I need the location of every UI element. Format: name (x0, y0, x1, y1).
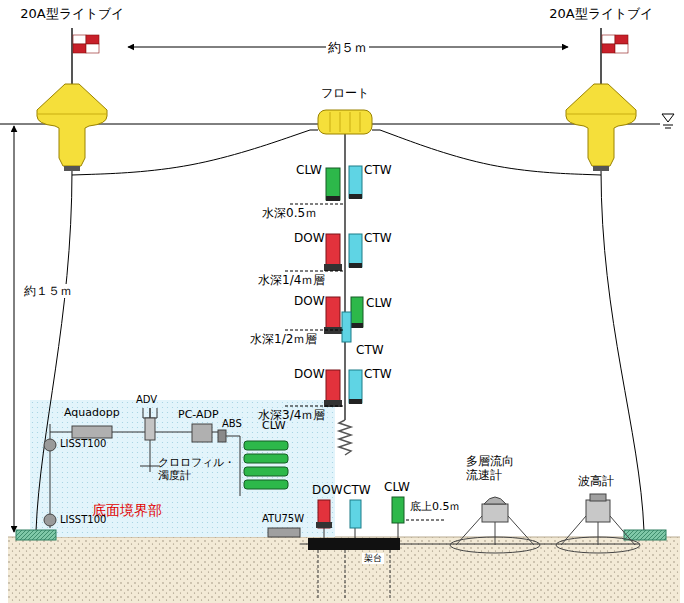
instrument-pair (326, 166, 362, 201)
seabed (8, 537, 680, 603)
instrument-label: CTW (364, 231, 392, 245)
instrument-label: DOW (294, 367, 325, 381)
node-heading: 20A型ライトブイ (546, 6, 656, 22)
light-buoy: 20A型ライトブイ (546, 6, 656, 175)
instrument-label: LISST100 (60, 514, 106, 526)
instrument-label: 波高計 (578, 474, 614, 488)
instrument-label: クロロフィル・濁度計 (158, 456, 238, 482)
height-label: 底上0.5ｍ (410, 500, 461, 513)
depth-dimension (14, 126, 15, 532)
instrument-label: CLW (366, 296, 392, 310)
instrument-label: CTW (356, 343, 384, 357)
current-meter (450, 497, 540, 553)
abs-sensor (218, 430, 226, 442)
instrument-label: CTW (343, 483, 371, 497)
instrument-label: Aquadopp (64, 406, 120, 419)
aquadopp-sensor (72, 426, 112, 438)
buoy-outline (17, 6, 127, 175)
instrument-label: CLW (262, 419, 286, 432)
atu75w-sensor (268, 528, 300, 537)
rope (344, 134, 345, 420)
mooring-rope (380, 130, 601, 175)
instrument-label: CTW (364, 163, 392, 177)
boundary-frame (50, 408, 240, 528)
dimension-label: 約５ｍ (326, 40, 369, 56)
instrument-label: ATU75W (262, 513, 304, 525)
anchor-block (624, 530, 666, 540)
part-label: 架台 (362, 553, 384, 564)
spring (339, 420, 351, 455)
light-buoy: 20A型ライトブイ (17, 6, 127, 175)
instrument-label: CLW (384, 480, 410, 494)
adv-probe (143, 408, 157, 418)
instrument-label: DOW (294, 231, 325, 245)
mooring-line (36, 170, 72, 531)
depth-label: 水深0.5ｍ (262, 206, 317, 220)
depth-label: 水深1/4ｍ層 (258, 273, 325, 287)
buoy-outline (546, 6, 656, 175)
instrument-label: DOW (294, 294, 325, 308)
instrument-pair (324, 234, 362, 271)
instrument-label: DOW (312, 483, 343, 497)
node-heading: 20A型ライトブイ (17, 6, 127, 22)
lisst-sensor (44, 514, 56, 526)
depth-label: 水深1/2ｍ層 (250, 332, 317, 346)
instrument-label: CTW (364, 367, 392, 381)
node-heading: フロート (310, 86, 380, 100)
instrument-label: PC-ADP (178, 408, 219, 421)
instrument-label: LISST100 (60, 438, 106, 450)
mooring-rope (72, 130, 310, 175)
anchor-block (16, 530, 56, 540)
instrument-set (324, 297, 363, 342)
instrument-pair (324, 370, 362, 407)
instrument-label: 多層流向流速計 (466, 454, 522, 483)
pcadp-sensor (192, 424, 212, 442)
instrument-label: ADV (136, 394, 157, 406)
float: フロート (310, 86, 380, 138)
boundary-region-fill (30, 400, 335, 537)
lisst-sensor (44, 439, 56, 451)
surface-symbol (662, 114, 674, 122)
instrument-label: CLW (296, 163, 322, 177)
dimension-label: 約１５ｍ (22, 284, 74, 298)
wave-gauge (556, 494, 640, 553)
base-frame (308, 497, 404, 600)
instrument-label: ABS (222, 418, 242, 430)
chlorophyll-turbidity-sensors (244, 441, 288, 489)
